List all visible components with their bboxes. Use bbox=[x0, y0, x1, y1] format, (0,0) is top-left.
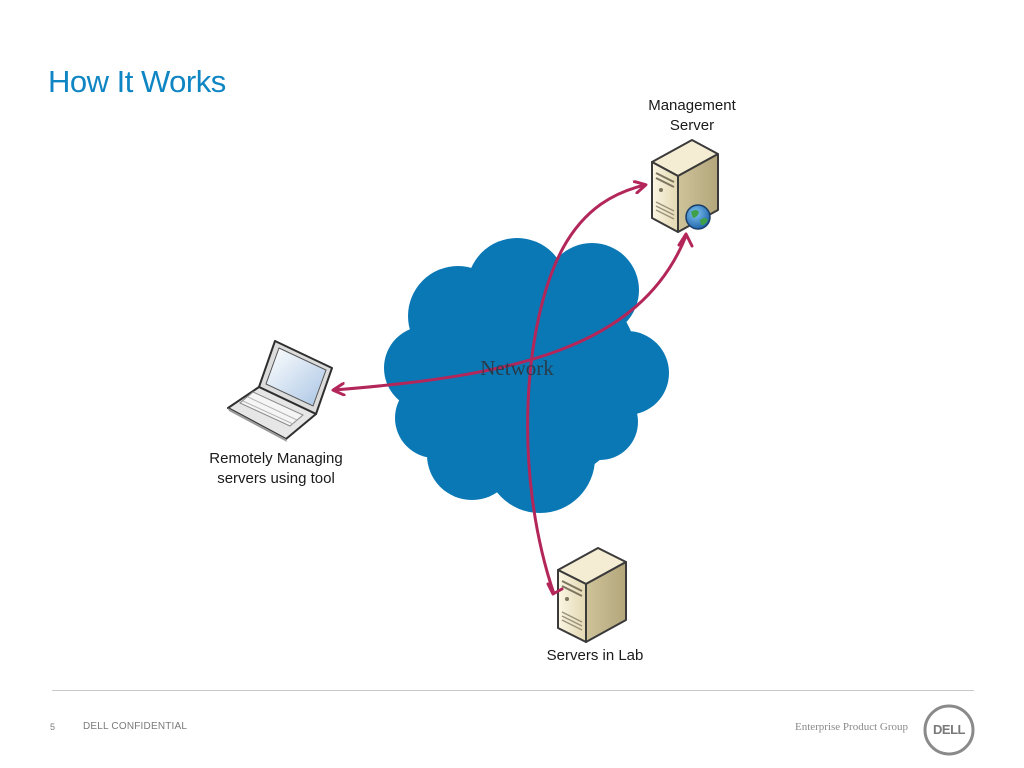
management-server-label-line1: Management bbox=[648, 97, 736, 114]
connector-management-to-laptop bbox=[334, 235, 688, 390]
connector-arrowhead-management bbox=[677, 232, 694, 248]
page-number: 5 bbox=[50, 722, 56, 732]
remote-laptop-label: Remotely Managing servers using tool bbox=[186, 449, 366, 489]
management-server-icon bbox=[651, 139, 719, 233]
remote-laptop-label-line2: servers using tool bbox=[217, 470, 335, 487]
dell-logo-ring-icon bbox=[923, 704, 975, 756]
dell-logo: DELL bbox=[922, 703, 976, 757]
management-server-label-line2: Server bbox=[669, 117, 715, 134]
connector-lab-to-management bbox=[526, 185, 645, 595]
remote-laptop-label-line1: Remotely Managing bbox=[209, 450, 343, 467]
laptop-icon bbox=[227, 340, 333, 442]
footer-divider bbox=[52, 690, 974, 691]
lab-server-icon bbox=[557, 547, 627, 643]
slide-title: How It Works bbox=[48, 64, 226, 99]
lab-servers-label: Servers in Lab bbox=[546, 647, 644, 664]
dell-logo-text: DELL bbox=[933, 722, 965, 737]
network-label: Network bbox=[480, 356, 554, 380]
connector-arrowhead-lab bbox=[546, 582, 564, 596]
globe-icon bbox=[685, 204, 711, 230]
confidential-notice: DELL CONFIDENTIAL bbox=[83, 721, 188, 732]
management-server-label: Management Server bbox=[612, 96, 772, 136]
group-name: Enterprise Product Group bbox=[794, 721, 908, 733]
